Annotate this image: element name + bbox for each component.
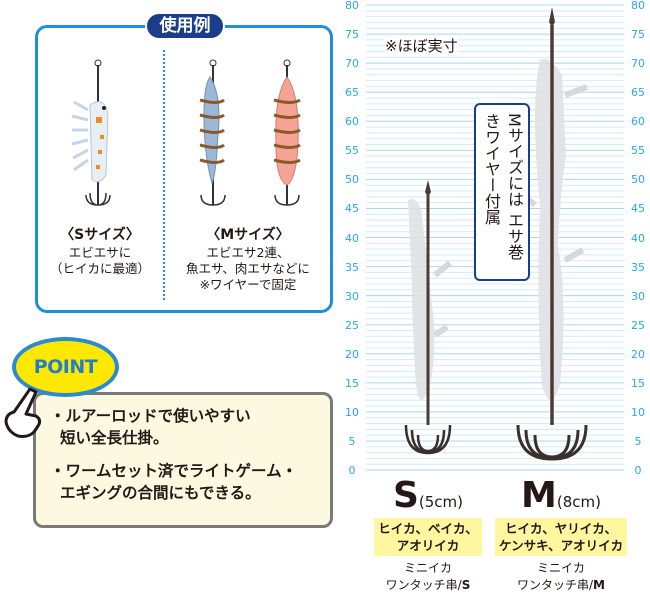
s-size-text: エビエサに <box>68 245 132 260</box>
usage-example-title: 使用例 <box>145 12 225 40</box>
ruler-tick-label: 5 <box>634 434 642 448</box>
s-target-species: ヒイカ、ベイカ、 アオリイカ <box>374 518 482 556</box>
ruler-tick-label: 20 <box>345 347 359 361</box>
s-size-letter: S <box>392 475 419 516</box>
s-size-jig <box>404 180 452 455</box>
m-size-text: ※ワイヤーで固定 <box>199 277 297 292</box>
s-size-heading: 〈Sサイズ〉 <box>60 227 140 243</box>
point-text: ・ワームセット済でライトゲーム・ <box>50 462 298 480</box>
ruler-tick-label: 75 <box>345 28 359 42</box>
ruler-tick-label: 20 <box>631 347 645 361</box>
ruler-tick-label: 70 <box>631 57 645 71</box>
meat-bait-illustration <box>273 59 301 206</box>
ruler-tick-label: 30 <box>631 289 645 303</box>
m-size-heading: 〈Mサイズ〉 <box>206 227 290 243</box>
m-target-species: ヒイカ、ヤリイカ、 ケンサキ、アオリイカ <box>494 518 628 556</box>
ruler-tick-label: 80 <box>631 0 645 12</box>
m-size-text: エビエサ2連、 <box>206 245 290 260</box>
ruler-tick-label: 75 <box>631 28 645 42</box>
ruler-tick-label: 0 <box>348 464 356 477</box>
ruler-tick-label: 55 <box>631 144 645 158</box>
s-product-column: S(5cm) ヒイカ、ベイカ、 アオリイカ ミニイカ ワンタッチ串/S <box>368 476 488 594</box>
ruler-tick-label: 10 <box>631 405 645 419</box>
m-product-name: ミニイカ ワンタッチ串/M <box>517 560 605 594</box>
ruler-tick-label: 10 <box>345 405 359 419</box>
product-name-text: ワンタッチ串/ <box>517 578 594 592</box>
point-box <box>33 392 333 528</box>
ruler-tick-label: 35 <box>631 260 645 274</box>
pointing-hand-icon <box>4 387 42 438</box>
point-bullet-1: ・ルアーロッドで使いやすい 短い全長仕掛。 <box>50 405 251 449</box>
ruler-tick-label: 60 <box>345 115 359 129</box>
target-text: ヒイカ、ヤリイカ、 <box>505 521 618 536</box>
ruler-tick-label: 25 <box>345 318 359 332</box>
ruler-tick-label: 50 <box>345 173 359 187</box>
point-badge: POINT <box>12 337 119 397</box>
ruler-tick-label: 15 <box>345 376 359 390</box>
actual-size-note: ※ほぼ実寸 <box>385 37 458 55</box>
product-name-text: ミニイカ <box>536 561 585 575</box>
m-size-jig <box>516 7 589 461</box>
m-size-label: M(8cm) <box>521 476 601 516</box>
point-text: エギングの合間にもできる。 <box>60 484 261 502</box>
ruler-tick-label: 65 <box>345 86 359 100</box>
ruler-tick-label: 30 <box>345 289 359 303</box>
point-bullet-2: ・ワームセット済でライトゲーム・ エギングの合間にもできる。 <box>50 460 297 504</box>
point-text: ・ルアーロッドで使いやすい <box>50 407 251 425</box>
wire-callout: Mサイズには エサ巻きワイヤー付属 <box>474 103 530 281</box>
divider <box>163 50 165 300</box>
ruler-tick-label: 60 <box>631 115 645 129</box>
ruler-tick-label: 40 <box>345 231 359 245</box>
target-text: ヒイカ、ベイカ、 <box>378 521 478 536</box>
target-text: アオリイカ <box>396 538 460 553</box>
ruler-tick-label: 45 <box>631 202 645 216</box>
ruler-tick-label: 80 <box>345 0 359 12</box>
ruler-tick-label: 5 <box>348 434 356 448</box>
target-text: ケンサキ、アオリイカ <box>498 538 624 553</box>
usage-illustrations <box>71 59 301 206</box>
ruler-tick-label: 45 <box>345 202 359 216</box>
ruler-tick-label: 55 <box>345 144 359 158</box>
ruler-tick-label: 25 <box>631 318 645 332</box>
fish-bait-illustration <box>199 59 226 206</box>
product-size-suffix: M <box>593 578 605 592</box>
s-product-name: ミニイカ ワンタッチ串/S <box>386 560 471 594</box>
ruler-tick-label: 70 <box>345 57 359 71</box>
product-name-text: ミニイカ <box>403 561 452 575</box>
m-product-column: M(8cm) ヒイカ、ヤリイカ、 ケンサキ、アオリイカ ミニイカ ワンタッチ串/… <box>494 476 628 594</box>
ruler-tick-label: 35 <box>345 260 359 274</box>
ruler-tick-label: 0 <box>634 464 642 477</box>
ruler-tick-label: 50 <box>631 173 645 187</box>
s-size-caption: 〈Sサイズ〉 エビエサに （ヒイカに最適） <box>40 226 160 277</box>
ruler-tick-label: 65 <box>631 86 645 100</box>
product-name-text: ワンタッチ串/ <box>385 578 462 592</box>
s-size-label: S(5cm) <box>393 476 463 516</box>
ruler-tick-label: 40 <box>631 231 645 245</box>
s-size-length: (5cm) <box>418 493 464 511</box>
shrimp-bait-illustration <box>71 59 111 206</box>
ruler-tick-label: 15 <box>631 376 645 390</box>
point-text: 短い全長仕掛。 <box>60 429 169 447</box>
m-size-letter: M <box>521 475 557 516</box>
product-size-suffix: S <box>461 578 471 592</box>
m-size-text: 魚エサ、肉エサなどに <box>186 261 310 276</box>
m-size-length: (8cm) <box>556 493 601 511</box>
s-size-text: （ヒイカに最適） <box>49 261 150 276</box>
product-photos <box>404 7 589 461</box>
m-size-caption: 〈Mサイズ〉 エビエサ2連、 魚エサ、肉エサなどに ※ワイヤーで固定 <box>168 226 328 293</box>
